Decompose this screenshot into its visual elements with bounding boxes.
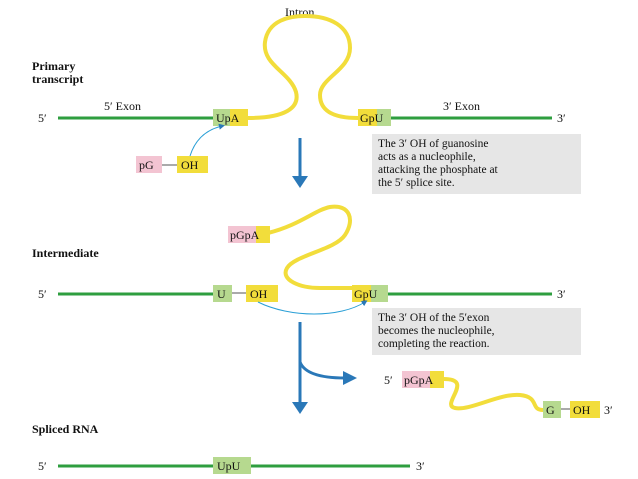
pgpa-box-1-yellow: [256, 226, 270, 243]
excised-intron: [443, 377, 544, 412]
three-prime-4: 3′: [416, 459, 425, 473]
upa-box: UpA: [216, 111, 240, 125]
oh-box-3-bg: [570, 401, 600, 418]
attack-arrow-2: [257, 300, 368, 315]
oh-box-3: OH: [573, 403, 591, 417]
upu-box-bg: [213, 457, 251, 474]
g-box-bg: [543, 401, 561, 418]
gpu-box: GpU: [360, 111, 384, 125]
u-box-bg: [213, 285, 232, 302]
down-arrow-2-head: [292, 402, 308, 414]
pg-box: pG: [139, 158, 154, 172]
three-prime-3: 3′: [604, 403, 613, 417]
note-2-line-1: The 3′ OH of the 5′exon: [378, 312, 490, 324]
attack-arrow-1: [189, 123, 225, 157]
g-box: G: [546, 403, 555, 417]
oh-box-2-bg: [246, 285, 278, 302]
gpu-box-2: GpU: [354, 287, 378, 301]
oh-box-bg: [177, 156, 208, 173]
intermediate-label: Intermediate: [32, 246, 99, 260]
exon5-label: 5′ Exon: [104, 99, 141, 113]
pg-box-bg: [136, 156, 162, 173]
upu-box: UpU: [217, 459, 241, 473]
branch-arrow-shaft: [298, 361, 346, 380]
note-2-line-3: completing the reaction.: [378, 338, 490, 350]
five-prime-1: 5′: [38, 111, 47, 125]
three-prime-2: 3′: [557, 287, 566, 301]
oh-box: OH: [181, 158, 199, 172]
down-arrow-1-head: [292, 176, 308, 188]
exon3-label: 3′ Exon: [443, 99, 480, 113]
intron-loop-1: [247, 13, 359, 120]
primary-label-2: transcript: [32, 72, 83, 86]
note-2-line-2: becomes the nucleophile,: [378, 325, 495, 337]
note-1-line-3: attacking the phosphate at: [378, 164, 498, 176]
three-prime-1: 3′: [557, 111, 566, 125]
gpu-box-2-green: [371, 285, 388, 302]
primary-label-1: Primary: [32, 59, 75, 73]
upa-box-yellow: [230, 109, 248, 126]
note-1-line-2: acts as a nucleophile,: [378, 151, 476, 163]
branch-arrow-head: [343, 371, 357, 385]
pgpa-box-1: pGpA: [230, 228, 260, 242]
note-1: The 3′ OH of guanosine acts as a nucleop…: [372, 134, 581, 194]
five-prime-4: 5′: [38, 459, 47, 473]
five-prime-3: 5′: [384, 373, 393, 387]
gpu-box-green: [377, 109, 391, 126]
u-box: U: [217, 287, 226, 301]
note-1-line-1: The 3′ OH of guanosine: [378, 138, 489, 150]
oh-box-2: OH: [250, 287, 268, 301]
pgpa-box-2: pGpA: [404, 373, 434, 387]
note-2: The 3′ OH of the 5′exon becomes the nucl…: [372, 308, 581, 355]
pgpa-box-2-yellow: [430, 371, 444, 388]
note-1-line-4: the 5′ splice site.: [378, 177, 455, 189]
spliced-label: Spliced RNA: [32, 422, 99, 436]
five-prime-2: 5′: [38, 287, 47, 301]
intron-lariat: [267, 204, 356, 290]
